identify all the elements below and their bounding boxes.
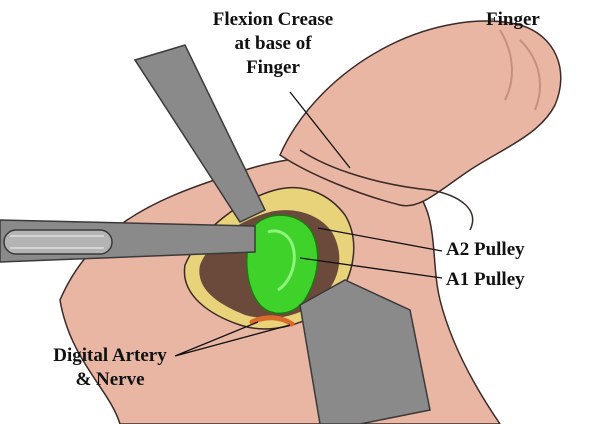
retractor-lower[interactable] (299, 279, 431, 424)
retractor-left-inner (10, 235, 104, 249)
leader-a2-pulley (317, 227, 443, 252)
label-flexion-crease: Flexion Crease at base of Finger (168, 8, 378, 80)
label-flexion-crease-line2: at base of (234, 33, 312, 54)
label-finger: Finger (486, 9, 540, 30)
leader-digital-artery (174, 321, 291, 357)
label-a2-pulley: A2 Pulley (446, 239, 525, 260)
label-digital-artery-line1: Digital Artery (53, 345, 167, 366)
retractor-upper[interactable] (133, 44, 267, 223)
label-digital-artery-line2: & Nerve (75, 369, 145, 390)
label-a1-pulley: A1 Pulley (446, 269, 525, 290)
leader-a1-pulley (299, 257, 443, 279)
leader-flexion-crease (289, 91, 351, 169)
skin-fold (299, 149, 474, 231)
digital-artery (249, 315, 295, 327)
tendon-sheath (246, 214, 319, 314)
label-flexion-crease-line3: Finger (246, 57, 300, 78)
label-flexion-crease-line1: Flexion Crease (212, 9, 334, 30)
retractor-left-handle[interactable] (3, 229, 113, 255)
tendon-highlight (267, 229, 296, 292)
label-digital-artery: Digital Artery & Nerve (40, 344, 180, 392)
finger-skin (279, 20, 562, 207)
finger-crease-lines (499, 29, 541, 111)
